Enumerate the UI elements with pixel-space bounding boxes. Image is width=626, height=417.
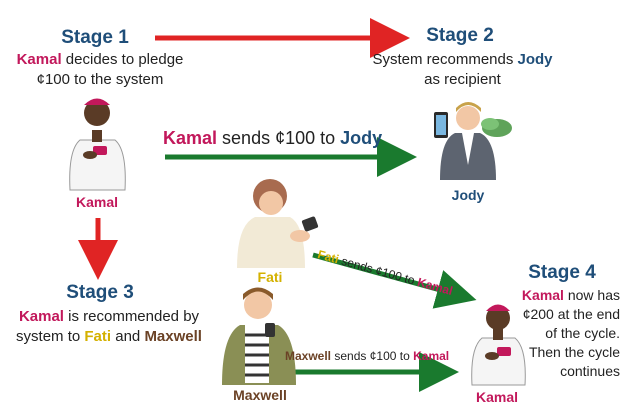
stage2-line2: as recipient bbox=[424, 71, 501, 88]
stage4-line5: continues bbox=[560, 363, 620, 379]
maxwell-to-kamal-label: Maxwell sends ¢100 to Kamal bbox=[285, 349, 475, 363]
kamal-to-jody-label: Kamal sends ¢100 to Jody bbox=[163, 128, 403, 149]
stage3-fati-name: Fati bbox=[84, 328, 112, 345]
kamal-to-jody-target: Jody bbox=[340, 128, 383, 148]
kamal-to-jody-text: sends ¢100 to bbox=[222, 128, 336, 148]
stage1-line2: ¢100 to the system bbox=[36, 71, 164, 88]
kamal-to-jody-sender: Kamal bbox=[163, 128, 218, 148]
stage3-and: and bbox=[115, 328, 141, 345]
kamal-top-caption: Kamal bbox=[75, 194, 119, 210]
stage2-line1: System recommends bbox=[372, 51, 514, 68]
maxwell-to-kamal-sender: Maxwell bbox=[285, 349, 332, 363]
kamal-top-figure bbox=[69, 98, 126, 191]
maxwell-caption: Maxwell bbox=[233, 387, 287, 403]
maxwell-to-kamal-target: Kamal bbox=[413, 349, 450, 363]
stage4-kamal-name: Kamal bbox=[521, 287, 564, 303]
stage1-title: Stage 1 bbox=[61, 27, 129, 48]
jody-caption: Jody bbox=[451, 187, 485, 203]
maxwell-figure bbox=[222, 287, 296, 385]
kamal-bottom-caption: Kamal bbox=[475, 389, 519, 405]
stage2-description: System recommends Jody as recipient bbox=[355, 50, 570, 90]
stage2-title: Stage 2 bbox=[426, 25, 494, 46]
arrow-fati-to-kamal bbox=[312, 252, 477, 309]
fati-figure bbox=[237, 179, 319, 268]
stage4-title: Stage 4 bbox=[528, 262, 596, 283]
stage3-title: Stage 3 bbox=[66, 282, 134, 303]
stage3-line1: is recommended by bbox=[68, 308, 200, 325]
stage3-maxwell-name: Maxwell bbox=[144, 328, 202, 345]
stage4-line4: Then the cycle bbox=[528, 344, 620, 360]
stage1-line1: decides to pledge bbox=[65, 51, 184, 68]
stage2-jody-name: Jody bbox=[517, 51, 553, 68]
jody-figure bbox=[434, 102, 512, 180]
stage4-line2: ¢200 at the end bbox=[522, 306, 620, 322]
stage1-description: Kamal decides to pledge ¢100 to the syst… bbox=[5, 50, 195, 90]
stage3-line2-pre: system to bbox=[16, 328, 81, 345]
stage3-description: Kamal is recommended by system to Fati a… bbox=[0, 307, 218, 347]
stage3-kamal-name: Kamal bbox=[18, 308, 64, 325]
stage1-kamal-name: Kamal bbox=[16, 51, 62, 68]
kamal-bottom-figure bbox=[471, 304, 526, 386]
maxwell-to-kamal-text: sends ¢100 to bbox=[334, 349, 410, 363]
stage4-line1: now has bbox=[567, 287, 620, 303]
fati-caption: Fati bbox=[257, 269, 283, 285]
stage4-line3: of the cycle. bbox=[545, 325, 620, 341]
stage4-description: Kamal now has ¢200 at the end of the cyc… bbox=[500, 286, 620, 381]
